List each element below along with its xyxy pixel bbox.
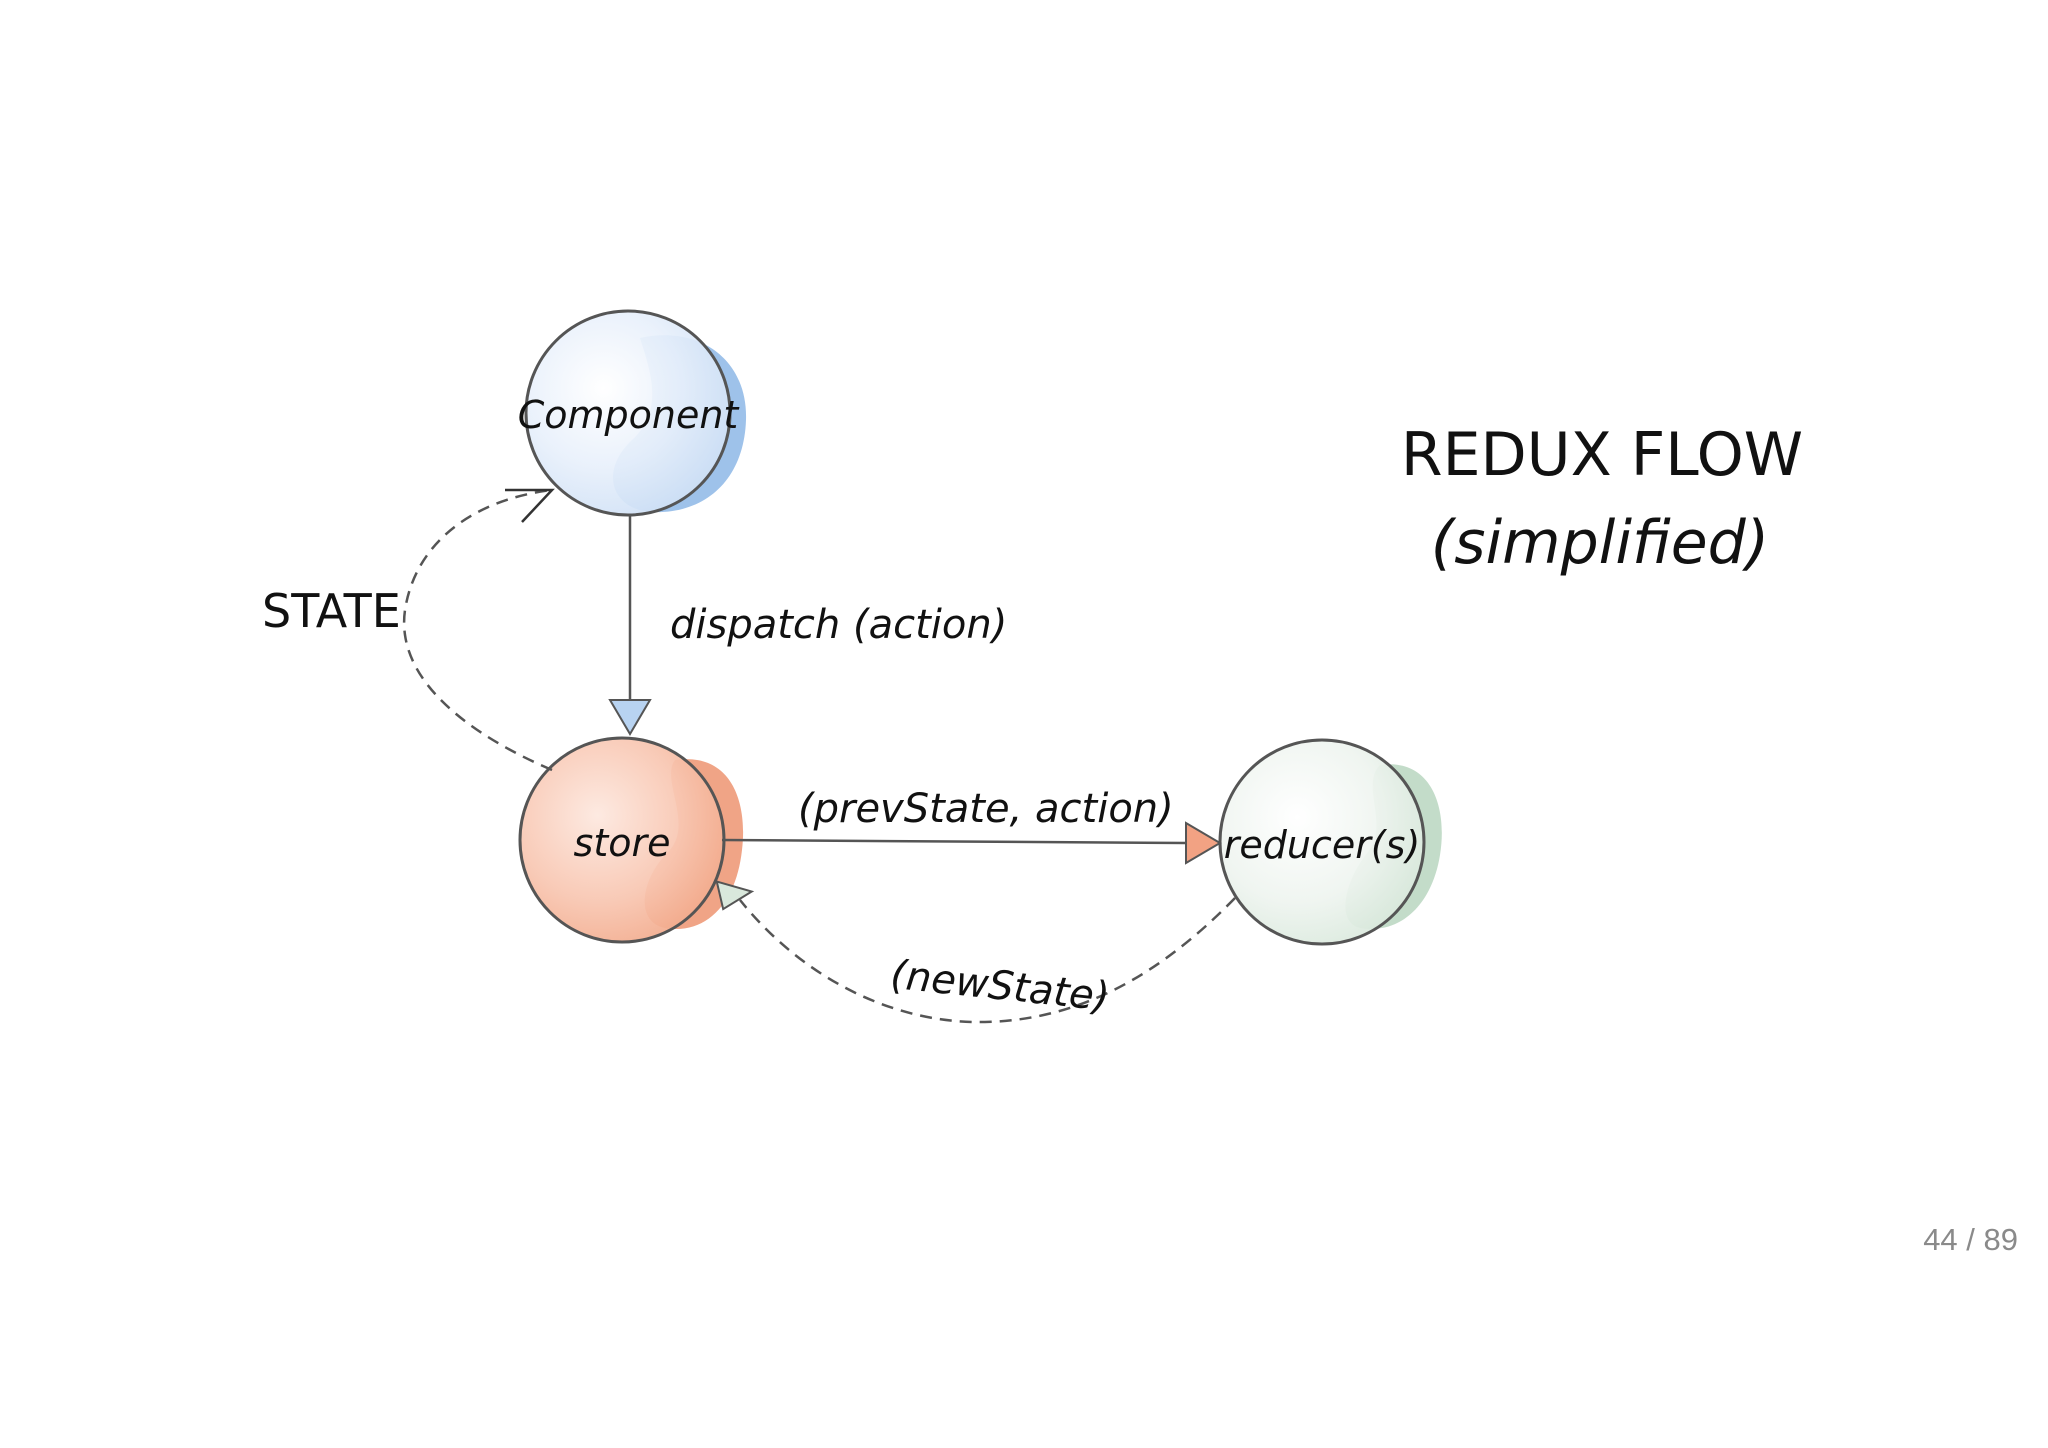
page-separator: / bbox=[1957, 1222, 1984, 1257]
current-page: 44 bbox=[1923, 1222, 1958, 1257]
new-state-label: (newState) bbox=[888, 952, 1111, 1021]
slide-title: REDUX FLOW bbox=[1401, 420, 1803, 490]
new-state-arrow bbox=[715, 880, 1236, 1024]
component-node: Component bbox=[518, 309, 747, 517]
state-arrowhead bbox=[505, 488, 555, 523]
reduce-arrowhead bbox=[1185, 821, 1222, 865]
reduce-label: (prevState, action) bbox=[798, 786, 1174, 832]
total-pages: 89 bbox=[1983, 1222, 2018, 1257]
state-arrow bbox=[402, 488, 555, 772]
slide-subtitle: (simplified) bbox=[1431, 508, 1769, 578]
dispatch-label: dispatch (action) bbox=[670, 602, 1007, 648]
component-circle bbox=[524, 309, 732, 517]
page-number: 44 / 89 bbox=[1923, 1222, 2018, 1258]
new-state-arrowhead bbox=[715, 880, 755, 911]
reduce-arrow bbox=[721, 821, 1222, 865]
store-node: store bbox=[518, 736, 744, 944]
reducer-node: reducer(s) bbox=[1218, 738, 1442, 946]
dispatch-arrowhead bbox=[608, 699, 652, 736]
reducer-label: reducer(s) bbox=[1224, 823, 1421, 867]
component-label: Component bbox=[518, 393, 741, 437]
dispatch-arrow bbox=[608, 515, 652, 736]
state-label: STATE bbox=[262, 584, 401, 638]
store-label: store bbox=[574, 821, 671, 865]
